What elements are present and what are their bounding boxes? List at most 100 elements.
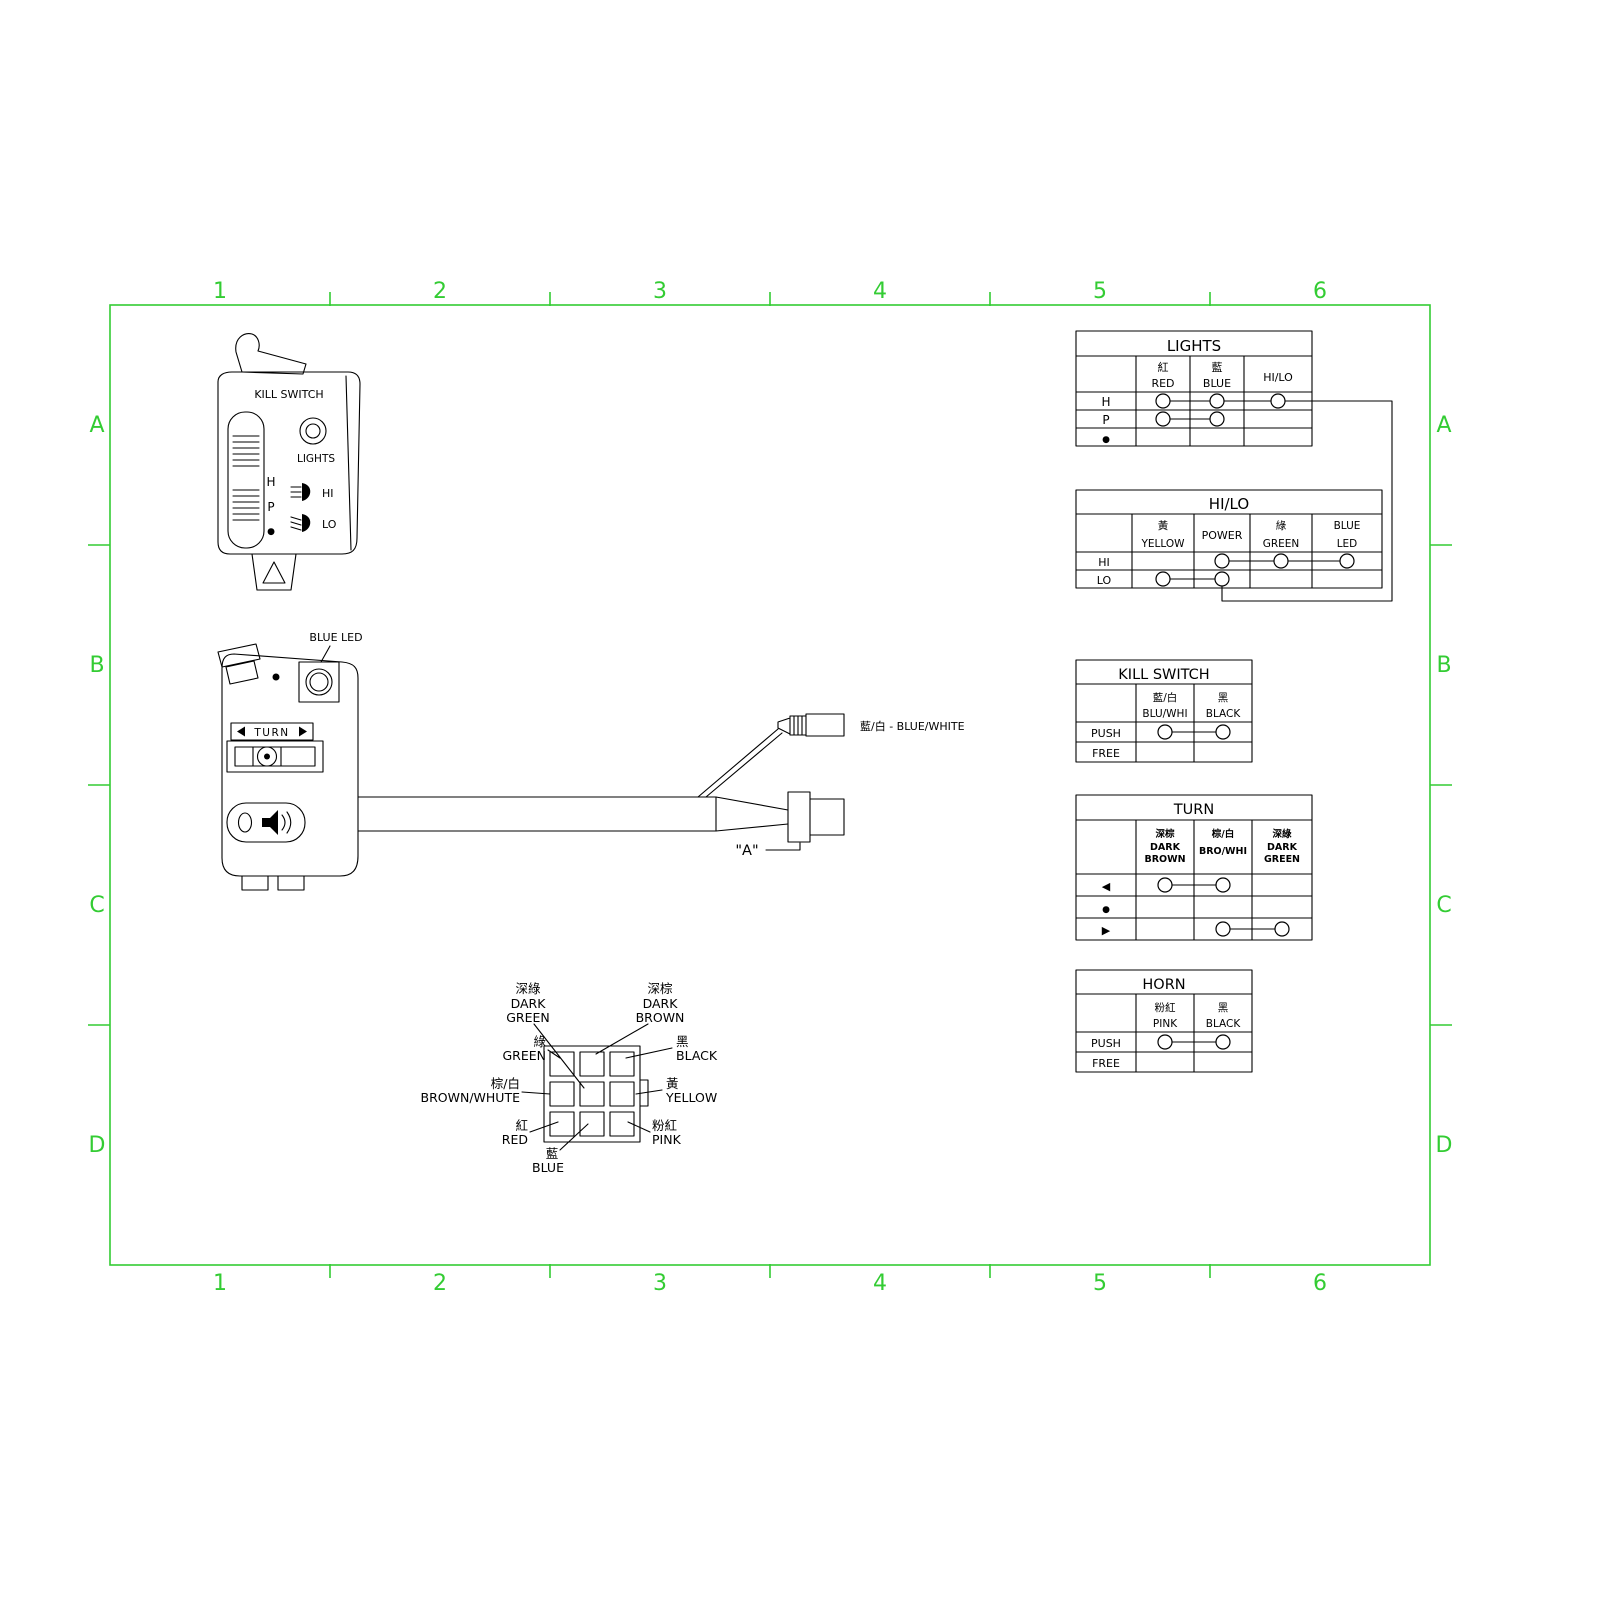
blue-led-button-ring-inner xyxy=(309,672,329,692)
pin-grid xyxy=(543,1045,649,1143)
contact-circle xyxy=(1157,1034,1173,1050)
col-header-en: BROWN xyxy=(1144,854,1185,865)
light-slider-housing xyxy=(227,411,265,549)
contact-circle xyxy=(1214,553,1230,569)
contact-circle xyxy=(1215,921,1231,937)
pivot-dot xyxy=(272,673,280,681)
row-label: LO xyxy=(1097,574,1112,587)
hi-beam-label: HI xyxy=(322,487,334,500)
row-label: P xyxy=(1102,413,1109,427)
lo-beam-icon xyxy=(290,516,302,531)
sheet-frame: 1 2 3 4 5 6 1 2 3 4 5 6 A B C D A B C D xyxy=(88,279,1452,1296)
pin-label-en: BROWN xyxy=(636,1010,685,1025)
col-header-zh: 紅 xyxy=(1158,361,1169,374)
contact-circle xyxy=(1157,724,1173,740)
turn-switch-housing-drawing: BLUE LED TURN "A" 藍/白 - BLUE/WHITE xyxy=(217,631,965,891)
pin-label-en: DARK xyxy=(511,996,547,1011)
col-header-en: RED xyxy=(1151,377,1174,390)
pin-label-zh: 黃 xyxy=(666,1076,679,1091)
pin-label-en: BLACK xyxy=(676,1048,718,1063)
contact-circle xyxy=(1155,393,1171,409)
col-header-en: GREEN xyxy=(1263,538,1300,550)
table-lights: LIGHTS 紅 RED 藍 BLUE HI/LO H P ● xyxy=(1075,330,1393,602)
pin-leader-lines xyxy=(521,1023,673,1151)
turn-left-arrow-icon xyxy=(237,726,245,737)
col-header-zh: 藍/白 xyxy=(1153,691,1178,704)
col-header-zh: 深棕 xyxy=(1155,828,1175,840)
grid-row-label: C xyxy=(89,893,104,918)
contact-circle xyxy=(1273,553,1289,569)
turn-switch-slot xyxy=(226,740,324,773)
col-header-en: HI/LO xyxy=(1263,371,1293,384)
contact-circle xyxy=(1209,393,1225,409)
kill-switch-housing-drawing: KILL SWITCH LIGHTS H P ● HI LO xyxy=(217,333,361,591)
turn-switch-slot-inner xyxy=(234,746,316,767)
grid-col-label: 1 xyxy=(213,279,227,304)
cable-taper xyxy=(715,796,789,832)
table-grid xyxy=(1075,659,1253,763)
connector-pinout: 深綠 DARK GREEN 深棕 DARK BROWN 綠 GREEN 黑 BL… xyxy=(421,981,718,1175)
bullet-terminal xyxy=(777,713,845,737)
blue-led-button-ring xyxy=(305,668,333,696)
row-label: FREE xyxy=(1092,747,1120,760)
row-label: ● xyxy=(1102,435,1110,445)
row-label: PUSH xyxy=(1091,1037,1121,1050)
grid-row-label: A xyxy=(1436,413,1451,438)
row-label-center: ● xyxy=(1102,905,1110,915)
switch-lever xyxy=(235,333,307,375)
hilo-feed-link-line xyxy=(1221,400,1393,602)
frame-ticks xyxy=(88,292,1452,1278)
turn-knob-center xyxy=(264,753,270,760)
contact-circle xyxy=(1274,921,1290,937)
contact-circle xyxy=(1215,724,1231,740)
switch-body-edge xyxy=(345,375,352,551)
branch-wire-label: 藍/白 - BLUE/WHITE xyxy=(860,719,965,733)
col-header-en: POWER xyxy=(1202,529,1243,542)
table-grid xyxy=(1075,489,1383,589)
contact-circle xyxy=(1215,1034,1231,1050)
section-a-label: "A" xyxy=(735,843,758,859)
pin-label-zh: 綠 xyxy=(533,1034,546,1049)
pin-label-zh: 棕/白 xyxy=(491,1076,520,1091)
grid-row-label: C xyxy=(1436,893,1451,918)
pin-label-en: PINK xyxy=(652,1132,682,1147)
col-header-zh: 粉紅 xyxy=(1155,1001,1177,1014)
contact-circle xyxy=(1209,411,1225,427)
table-title: KILL SWITCH xyxy=(1118,667,1209,683)
pin-label-zh: 黑 xyxy=(676,1034,689,1049)
grid-col-label: 3 xyxy=(653,1271,667,1296)
contact-circle xyxy=(1215,877,1231,893)
turn-knob xyxy=(256,746,278,767)
col-header-zh: 深綠 xyxy=(1272,828,1292,840)
pin-label-zh: 深棕 xyxy=(647,981,672,996)
connector-a-housing xyxy=(787,791,845,843)
turn-right-arrow-icon xyxy=(299,726,307,737)
horn-icon-waves xyxy=(281,811,292,834)
col-header-zh: 黑 xyxy=(1218,1002,1229,1014)
table-grid xyxy=(1075,969,1253,1073)
grid-row-label: A xyxy=(89,413,104,438)
mount-tabs xyxy=(241,875,305,891)
contact-circle xyxy=(1155,411,1171,427)
col-header-en: GREEN xyxy=(1264,854,1300,865)
col-header-zh: 黑 xyxy=(1218,692,1229,704)
table-title: TURN xyxy=(1173,802,1214,818)
turn-label: TURN xyxy=(253,727,289,739)
grid-row-label: D xyxy=(1436,1133,1453,1158)
contact-circle xyxy=(1214,571,1230,587)
col-header-zh: 藍 xyxy=(1212,361,1223,374)
kill-switch-button xyxy=(299,417,327,445)
section-a-leader xyxy=(765,842,801,851)
col-header-en: BLUE xyxy=(1334,520,1361,532)
col-header-en: YELLOW xyxy=(1140,538,1185,550)
kill-switch-button-inner xyxy=(305,423,321,439)
grid-col-label: 3 xyxy=(653,279,667,304)
pin-label-en: GREEN xyxy=(502,1048,546,1063)
branch-wire xyxy=(697,728,783,798)
grid-col-label: 1 xyxy=(213,1271,227,1296)
col-header-zh: 黃 xyxy=(1158,519,1169,532)
col-header-en: PINK xyxy=(1153,1018,1178,1030)
grid-col-label: 5 xyxy=(1093,1271,1107,1296)
